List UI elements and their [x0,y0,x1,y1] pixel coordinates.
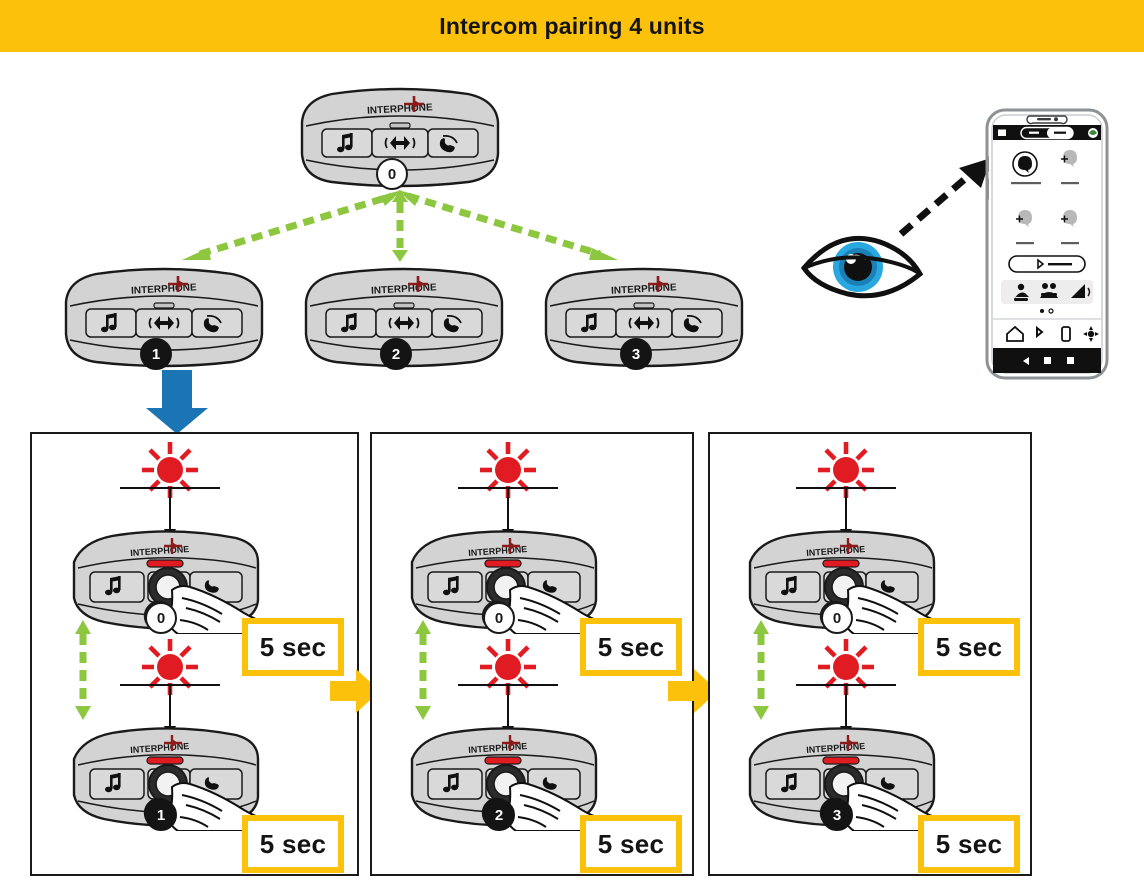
phone-icon [542,777,557,790]
led-strip [822,559,860,568]
panel-1-bottom-headset: INTERPHONE 1 [60,713,275,831]
unit-badge: 2 [380,338,412,370]
panel-3-top-headset: INTERPHONE 0 [736,516,951,634]
unit-badge: 2 [483,799,515,831]
recents-nav-icon [1067,357,1074,364]
panel-2-top-headset: INTERPHONE 0 [398,516,613,634]
step-arrow-1 [330,665,382,717]
music-note-icon [581,313,597,333]
page-title-band: Intercom pairing 4 units [0,0,1144,52]
music-note-icon [105,773,121,793]
unit-badge: 0 [145,602,177,634]
phone-icon [880,777,895,790]
unit-badge: 3 [620,338,652,370]
slave-headset-unit-3: INTERPHONE 3 [536,262,752,370]
pairing-link-arrows [140,186,660,266]
hold-duration-label: 5 sec [580,815,682,873]
flashing-red-led-icon [478,637,538,697]
music-note-icon [781,576,797,596]
panel-3-bottom-headset: INTERPHONE 3 [736,713,951,831]
hold-duration-label: 5 sec [242,815,344,873]
slave-headset-unit-1: INTERPHONE 1 [56,262,272,370]
phone-icon [880,580,895,593]
bluetooth-icon [1037,258,1045,270]
headset-filled-icon [1018,156,1032,173]
panel-1-link-arrow [70,620,96,720]
headset-add-icon [1063,210,1077,227]
led-strip [484,756,522,765]
eye-to-phone-arrow [895,150,1005,240]
focus-down-arrow [140,370,220,436]
panel-2-bottom-headset: INTERPHONE 2 [398,713,613,831]
settings-icon [1083,326,1099,342]
phone-icon [204,777,219,790]
led-strip [146,756,184,765]
phone-icon [204,580,219,593]
home-icon [1006,325,1024,342]
phone-icon [542,580,557,593]
led-strip [822,756,860,765]
menu-icon [998,129,1006,136]
unit-badge: 1 [140,338,172,370]
volume-icon [1071,284,1091,298]
home-nav-icon [1044,357,1051,364]
intercom-icon [148,316,180,330]
slave-headset-unit-2: INTERPHONE 2 [296,262,512,370]
back-nav-icon [1023,357,1029,365]
headset-add-icon [1018,210,1032,227]
smartphone-mockup [985,108,1109,380]
intercom-icon [384,136,416,150]
hold-duration-label: 5 sec [918,618,1020,676]
music-note-icon [341,313,357,333]
music-note-icon [101,313,117,333]
hold-duration-label: 5 sec [918,815,1020,873]
hold-duration-label: 5 sec [580,618,682,676]
unit-badge: 1 [145,799,177,831]
phone-icon [443,314,462,333]
headset-add-icon [1063,150,1077,167]
hold-duration-label: 5 sec [242,618,344,676]
panel-1-top-headset: INTERPHONE 0 [60,516,275,634]
led-strip [146,559,184,568]
device-icon [1061,326,1071,342]
page-title: Intercom pairing 4 units [439,12,705,39]
group-icon [1040,283,1058,298]
eye-callout [800,222,932,306]
intercom-icon [628,316,660,330]
led-strip [484,559,522,568]
bluetooth-icon [1036,325,1044,339]
unit-badge: 0 [483,602,515,634]
unit-badge: 0 [376,158,408,190]
music-note-icon [781,773,797,793]
intercom-icon [388,316,420,330]
unit-badge: 0 [821,602,853,634]
phone-icon [203,314,222,333]
music-note-icon [105,576,121,596]
phone-icon [439,134,458,153]
phone-icon [683,314,702,333]
unit-badge: 3 [821,799,853,831]
master-headset-unit: INTERPHONE 0 [292,82,508,190]
panel-3-link-arrow [748,620,774,720]
step-arrow-2 [668,665,720,717]
rider-icon [1014,283,1029,301]
panel-2-link-arrow [410,620,436,720]
